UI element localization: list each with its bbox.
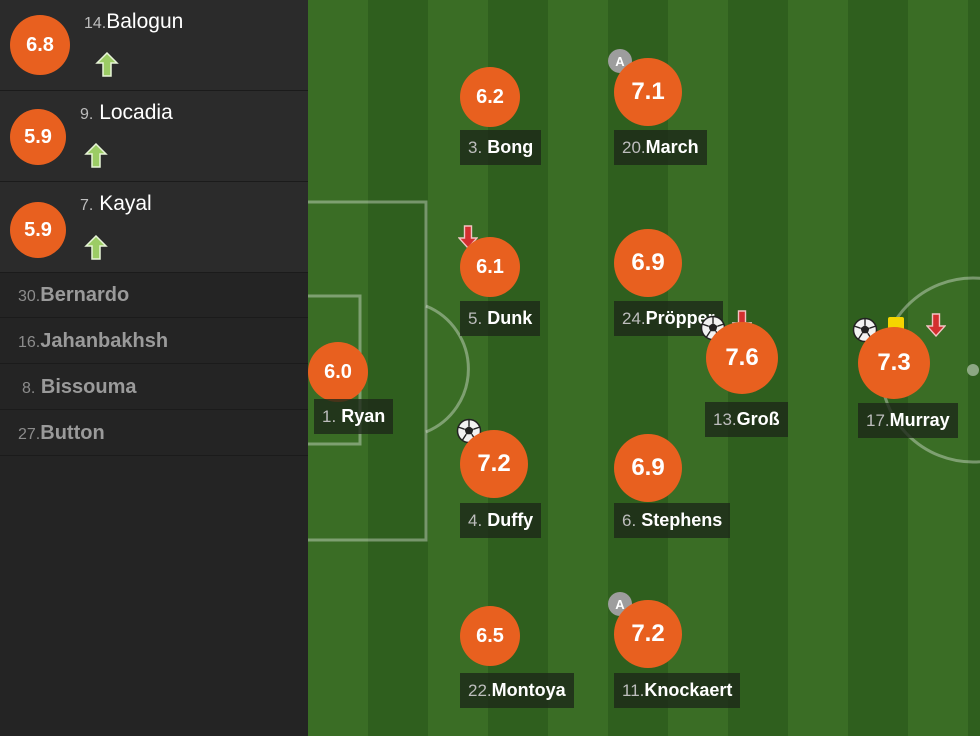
rating-badge: 6.9 [614, 229, 682, 297]
player-number: 14. [84, 15, 107, 32]
up-arrow-icon [84, 235, 108, 260]
player-name-text: Bong [487, 137, 534, 157]
player-label: 11.Knockaert [614, 673, 741, 708]
up-arrow-icon [84, 143, 108, 168]
player-name-text: Jahanbakhsh [40, 330, 169, 352]
player-label: 20.March [614, 130, 707, 165]
player-number: 1. [322, 407, 337, 426]
player-name-text: Murray [889, 410, 950, 430]
player-name-text: Dunk [487, 308, 533, 328]
player-number: 24. [622, 309, 646, 328]
player-name-text: Groß [736, 409, 780, 429]
rating-badge: 6.8 [10, 15, 70, 75]
rating-badge: 6.0 [308, 342, 368, 402]
player-name-text: Bissouma [40, 376, 137, 398]
player-label: 4. Duffy [460, 503, 542, 538]
player-label: 13.Groß [705, 402, 788, 437]
player-name-text: March [645, 137, 699, 157]
rating-badge: 7.6 [706, 322, 778, 394]
player-name: 7. Kayal [80, 192, 152, 216]
rating-badge: 6.5 [460, 606, 520, 666]
rating-badge: 6.2 [460, 67, 520, 127]
substitute-row[interactable]: 6.8 14.Balogun [0, 0, 308, 91]
bench-player-row[interactable]: 27.Button [0, 411, 308, 456]
player-name-text: Knockaert [644, 680, 733, 700]
substitutes-panel: 6.8 14.Balogun 5.9 9. Locadia 5.9 7. Kay… [0, 0, 308, 736]
player-name-text: Montoya [491, 680, 566, 700]
player-number: 27. [18, 426, 41, 443]
sub-off-arrow-icon [926, 313, 946, 337]
player-number: 16. [18, 334, 41, 351]
player-number: 4. [468, 511, 483, 530]
rating-badge: 5.9 [10, 109, 66, 165]
player-label: 17.Murray [858, 403, 958, 438]
player-number: 3. [468, 138, 483, 157]
player-name-text: Pröpper [645, 308, 715, 328]
player-name-text: Balogun [106, 10, 184, 33]
rating-badge: 6.9 [614, 434, 682, 502]
player-label: 5. Dunk [460, 301, 541, 336]
player-number: 8. [22, 380, 36, 397]
rating-badge: 7.2 [460, 430, 528, 498]
substitute-row[interactable]: 5.9 7. Kayal [0, 182, 308, 273]
pitch: 6.0 1. Ryan 6.2 3. Bong A 7.1 20.March 6… [308, 0, 980, 736]
player-number: 22. [468, 681, 492, 700]
rating-badge: 5.9 [10, 202, 66, 258]
player-name: 14.Balogun [84, 10, 183, 34]
bench-player-row[interactable]: 8. Bissouma [0, 365, 308, 410]
player-name-text: Ryan [341, 406, 386, 426]
bench-player-row[interactable]: 30.Bernardo [0, 273, 308, 318]
player-name-text: Duffy [487, 510, 534, 530]
player-label: 22.Montoya [460, 673, 574, 708]
player-number: 6. [622, 511, 637, 530]
player-name-text: Kayal [99, 192, 152, 215]
player-number: 17. [866, 411, 890, 430]
player-number: 9. [80, 106, 94, 123]
up-arrow-icon [95, 52, 119, 77]
player-name-text: Bernardo [40, 284, 130, 306]
player-label: 3. Bong [460, 130, 542, 165]
player-number: 13. [713, 410, 737, 429]
rating-badge: 7.1 [614, 58, 682, 126]
player-name: 9. Locadia [80, 101, 173, 125]
bench-player-row[interactable]: 16.Jahanbakhsh [0, 319, 308, 364]
player-label: 6. Stephens [614, 503, 731, 538]
player-name-text: Stephens [641, 510, 723, 530]
player-name-text: Locadia [99, 101, 173, 124]
rating-badge: 6.1 [460, 237, 520, 297]
substitute-row[interactable]: 5.9 9. Locadia [0, 91, 308, 182]
rating-badge: 7.2 [614, 600, 682, 668]
player-number: 7. [80, 197, 94, 214]
player-number: 20. [622, 138, 646, 157]
player-number: 5. [468, 309, 483, 328]
player-name-text: Button [40, 422, 105, 444]
rating-badge: 7.3 [858, 327, 930, 399]
player-number: 11. [622, 681, 645, 700]
player-label: 1. Ryan [314, 399, 394, 434]
player-number: 30. [18, 288, 41, 305]
